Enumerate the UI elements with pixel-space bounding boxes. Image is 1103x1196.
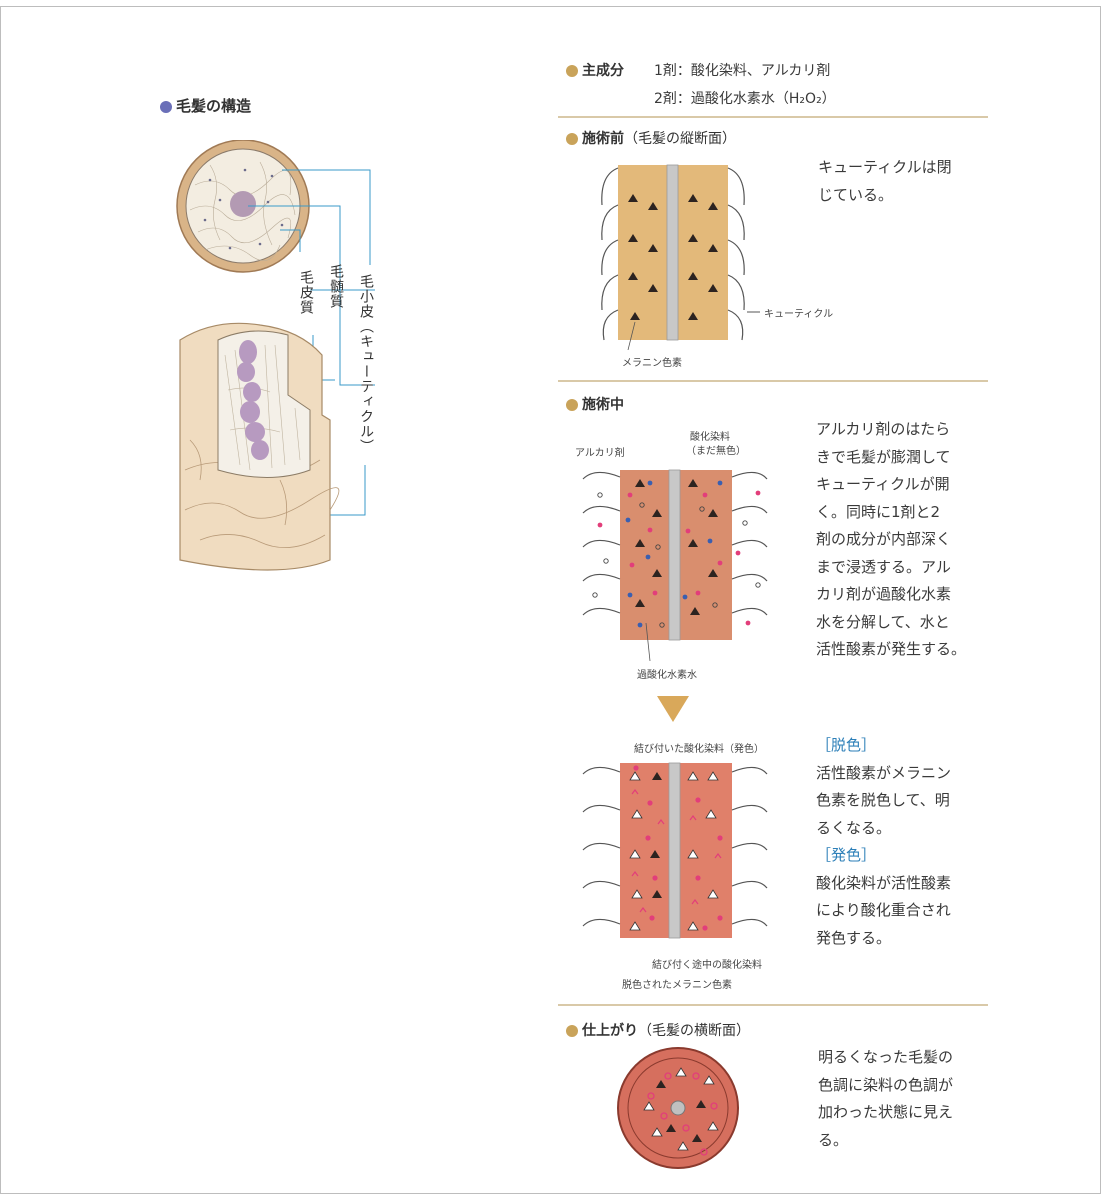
text-line: キューティクルは閉 bbox=[818, 158, 952, 176]
page-frame bbox=[0, 6, 1101, 1194]
finish-description: 明るくなった毛髪の 色調に染料の色調が 加わった状態に見え る。 bbox=[818, 1044, 953, 1154]
text-line: カリ剤が過酸化水素 bbox=[816, 585, 952, 603]
during-diagram bbox=[582, 469, 768, 662]
text-line: 活性酸素が発生する。 bbox=[816, 640, 967, 658]
label-bonded-dye: 結び付いた酸化染料（発色） bbox=[634, 744, 764, 755]
before-description: キューティクルは閉 じている。 bbox=[818, 154, 952, 209]
label-dye-1: 酸化染料 bbox=[690, 432, 730, 443]
finish-cross-section bbox=[617, 1047, 739, 1169]
text-line: る。 bbox=[818, 1130, 849, 1149]
text-line: 水を分解して、水と bbox=[816, 612, 950, 631]
bullet-icon bbox=[566, 1025, 578, 1037]
text-line: まで浸透する。アル bbox=[816, 557, 951, 576]
text-line: 剤の成分が内部深く bbox=[816, 530, 952, 548]
label-cuticle: 毛小皮（キューティクル） bbox=[358, 274, 374, 454]
text-line: く。同時に1剤と2 bbox=[816, 502, 941, 521]
before-diagram bbox=[601, 164, 760, 350]
label-cortex: 毛皮質 bbox=[298, 270, 314, 315]
text-line: 明るくなった毛髪の bbox=[818, 1048, 954, 1066]
during-heading: 施術中 bbox=[566, 394, 624, 414]
text-line: 活性酸素がメラニン bbox=[816, 763, 952, 782]
hair-cylinder bbox=[179, 322, 340, 571]
text-line: 発色する。 bbox=[816, 928, 892, 947]
label-alkali: アルカリ剤 bbox=[575, 448, 625, 459]
hair-structure-diagram bbox=[176, 140, 375, 571]
label-medulla: 毛髄質 bbox=[328, 264, 344, 309]
bleach-heading: ［脱色］ bbox=[816, 736, 877, 754]
bullet-icon bbox=[566, 133, 578, 145]
text-line: アルカリ剤のはたら bbox=[816, 420, 951, 438]
before-heading: 施術前（毛髪の縦断面） bbox=[566, 128, 736, 148]
text-line: るくなる。 bbox=[816, 818, 892, 837]
label-dye-2: （まだ無色） bbox=[686, 446, 746, 457]
text-line: キューティクルが開 bbox=[816, 475, 950, 493]
before-label-cuticle: キューティクル bbox=[764, 309, 834, 320]
ingredients-line-2: 2剤：過酸化水素水（H₂O₂） bbox=[654, 91, 836, 107]
coloring-heading: ［発色］ bbox=[816, 846, 877, 864]
label-decolored-melanin: 脱色されたメラニン色素 bbox=[622, 980, 732, 991]
reaction-description: ［脱色］ 活性酸素がメラニン 色素を脱色して、明 るくなる。 ［発色］ 酸化染料… bbox=[816, 732, 951, 952]
divider bbox=[558, 116, 988, 118]
bullet-icon bbox=[566, 65, 578, 77]
text-line: により酸化重合され bbox=[816, 901, 951, 919]
text-line: 酸化染料が活性酸素 bbox=[816, 873, 952, 892]
ingredients-heading: 主成分 bbox=[566, 60, 624, 80]
text-line: きで毛髪が膨潤して bbox=[816, 447, 951, 466]
text-line: じている。 bbox=[818, 185, 894, 204]
text-line: 色調に染料の色調が bbox=[818, 1075, 954, 1094]
finish-heading: 仕上がり（毛髪の横断面） bbox=[566, 1020, 750, 1040]
before-label-melanin: メラニン色素 bbox=[622, 358, 682, 369]
after-reaction-diagram bbox=[582, 762, 768, 939]
divider bbox=[558, 1004, 988, 1006]
ingredients-line-1: 1剤：酸化染料、アルカリ剤 bbox=[654, 63, 831, 79]
arrow-down-icon bbox=[657, 696, 689, 722]
text-line: 加わった状態に見え bbox=[818, 1103, 954, 1121]
label-bonding-dye: 結び付く途中の酸化染料 bbox=[652, 960, 762, 971]
text-line: 色素を脱色して、明 bbox=[816, 791, 950, 809]
during-description: アルカリ剤のはたら きで毛髪が膨潤して キューティクルが開 く。同時に1剤と2 … bbox=[816, 416, 966, 664]
bullet-icon bbox=[566, 399, 578, 411]
bullet-icon bbox=[160, 100, 172, 113]
hair-cross-section bbox=[176, 140, 310, 273]
structure-heading: 毛髪の構造 bbox=[160, 95, 251, 116]
divider bbox=[558, 380, 988, 382]
label-peroxide: 過酸化水素水 bbox=[637, 670, 697, 681]
